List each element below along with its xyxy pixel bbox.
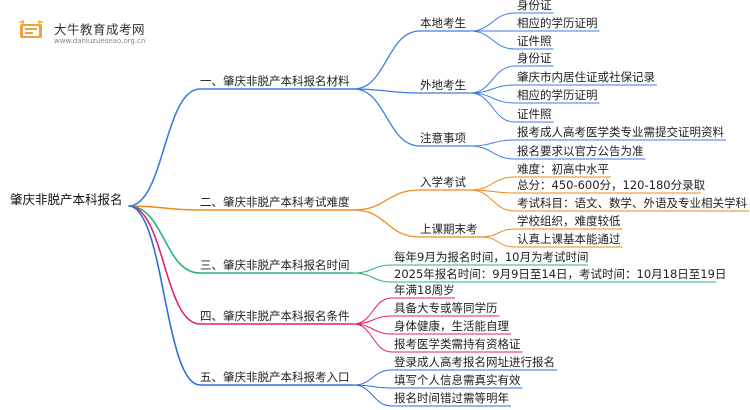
branch-connector xyxy=(128,205,201,211)
brand-name: 大牛教育成考网 xyxy=(54,22,146,37)
leaf-connector xyxy=(469,189,516,212)
brand-url: www.daniuzueseao.org.cn xyxy=(54,37,146,45)
branch-connector xyxy=(128,205,201,386)
leaf-node: 相应的学历证明 xyxy=(517,16,598,30)
sub-node: 入学考试 xyxy=(420,175,466,189)
leaf-node: 肇庆市内居住证或社保记录 xyxy=(517,70,655,84)
leaf-node: 学校组织，难度较低 xyxy=(517,214,621,228)
brand-logo xyxy=(14,18,48,42)
leaf-node: 报名要求以官方公告为准 xyxy=(517,144,644,158)
sub-node: 本地考生 xyxy=(420,16,466,30)
leaf-connector xyxy=(469,12,516,32)
leaf-node: 报考医学类需持有资格证 xyxy=(394,337,521,351)
branch-connector xyxy=(128,205,201,274)
book-icon xyxy=(18,20,44,38)
root-node: 肇庆非脱产本科报名 xyxy=(10,192,123,207)
leaf-node: 报考成人高考医学类专业需提交证明资料 xyxy=(517,125,724,139)
leaf-node: 证件照 xyxy=(517,107,552,121)
leaf-node: 年满18周岁 xyxy=(394,283,455,297)
leaf-connector xyxy=(353,264,393,274)
leaf-node: 具备大专或等同学历 xyxy=(394,301,498,315)
leaf-connector xyxy=(353,369,393,386)
leaf-node: 每年9月为报名时间，10月为考试时间 xyxy=(394,250,588,264)
leaf-node: 登录成人高考报名网址进行报名 xyxy=(394,355,555,369)
branch-connector xyxy=(128,205,201,325)
branch-node: 一、肇庆非脱产本科报名材料 xyxy=(200,74,350,88)
sub-connector xyxy=(353,209,421,238)
branch-node: 五、肇庆非脱产本科报考入口 xyxy=(200,370,350,384)
sub-connector xyxy=(353,189,421,211)
leaf-node: 身份证 xyxy=(517,0,552,12)
leaf-node: 身体健康，生活能自理 xyxy=(394,319,509,333)
sub-connector xyxy=(353,88,421,147)
leaf-connector xyxy=(469,30,516,50)
branch-node: 四、肇庆非脱产本科报名条件 xyxy=(200,309,350,323)
leaf-connector xyxy=(481,228,516,238)
leaf-node: 认真上课基本能通过 xyxy=(517,232,621,246)
leaf-node: 填写个人信息需真实有效 xyxy=(394,373,521,387)
leaf-connector xyxy=(353,272,393,283)
leaf-node: 证件照 xyxy=(517,34,552,48)
leaf-connector xyxy=(469,65,516,94)
leaf-node: 总分：450-600分，120-180分录取 xyxy=(517,178,706,192)
sub-node: 注意事项 xyxy=(420,131,466,145)
sub-connector xyxy=(353,88,421,94)
leaf-node: 考试科目：语文、数学、外语及专业相关学科 xyxy=(517,196,747,210)
leaf-connector xyxy=(469,139,516,147)
branch-connector xyxy=(128,88,201,207)
leaf-connector xyxy=(469,176,516,191)
branch-node: 二、肇庆非脱产本科考试难度 xyxy=(200,195,350,209)
branch-node: 三、肇庆非脱产本科报名时间 xyxy=(200,258,350,272)
leaf-node: 难度：初高中水平 xyxy=(517,162,609,176)
sub-connector xyxy=(353,30,421,90)
sub-node: 外地考生 xyxy=(420,78,466,92)
leaf-connector xyxy=(353,384,393,407)
leaf-node: 相应的学历证明 xyxy=(517,88,598,102)
sub-node: 上课期末考 xyxy=(420,222,478,236)
leaf-connector xyxy=(481,236,516,248)
leaf-node: 报名时间错过需等明年 xyxy=(394,391,509,405)
leaf-connector xyxy=(353,323,393,353)
leaf-node: 2025年报名时间：9月9日至14日，考试时间：10月18日至19日 xyxy=(394,267,726,281)
leaf-node: 身份证 xyxy=(517,51,552,65)
leaf-connector xyxy=(469,145,516,160)
leaf-connector xyxy=(469,92,516,123)
